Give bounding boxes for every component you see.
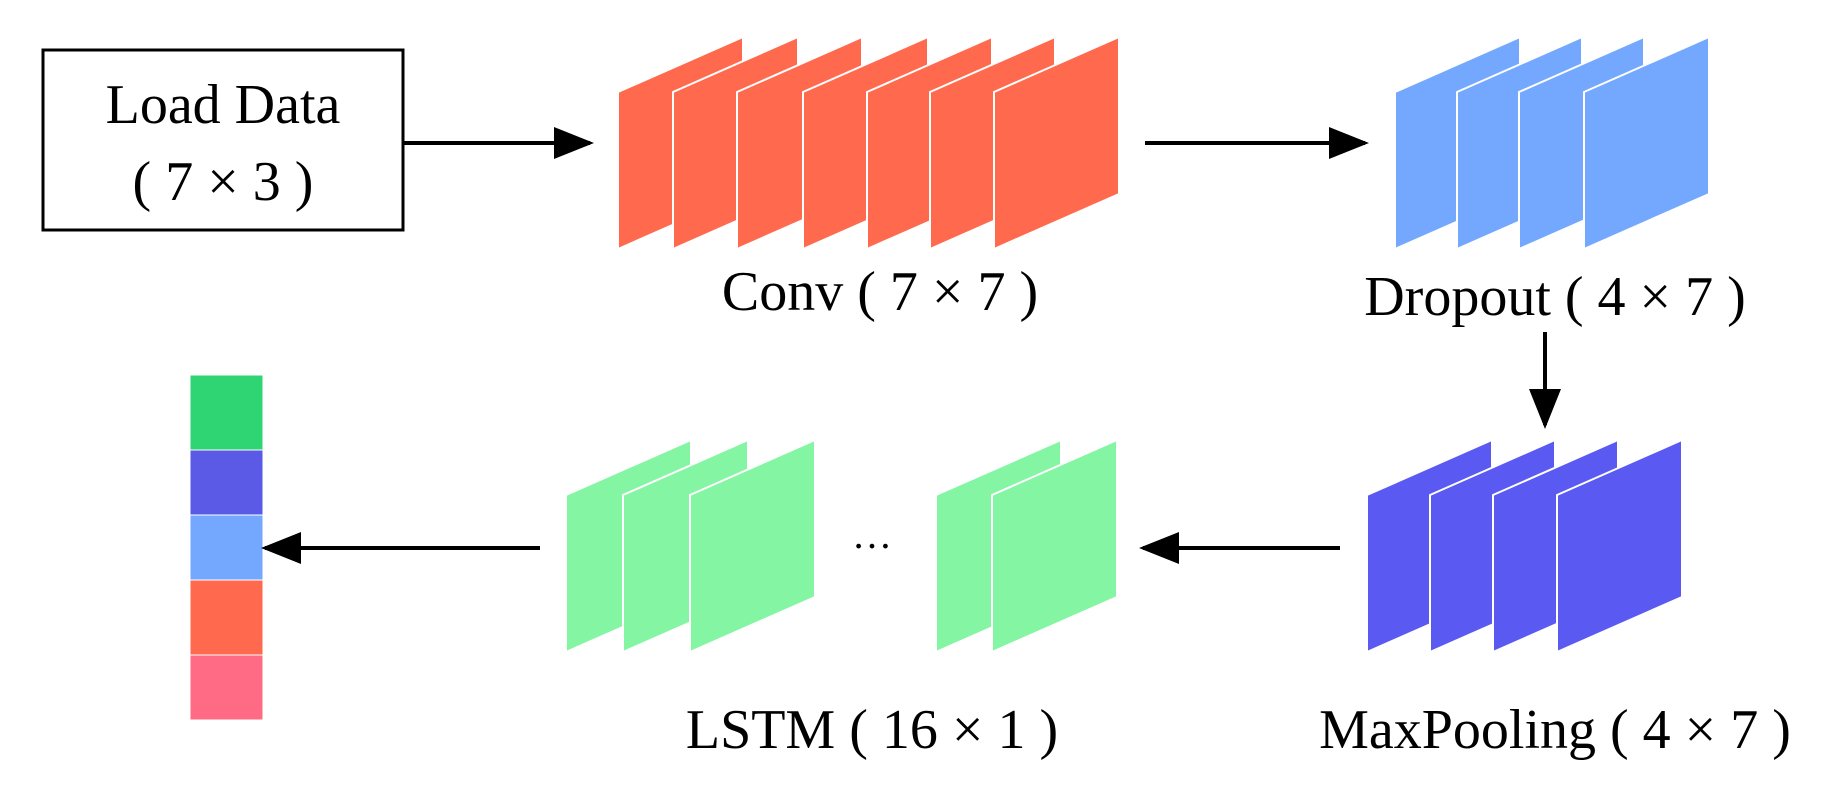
output-segment: [189, 449, 264, 516]
lstm-layer-stack-right: [935, 438, 1118, 654]
maxpooling-layer-stack: [1366, 438, 1683, 654]
lstm-layer-stack-left: [565, 438, 816, 654]
lstm-sheet: [689, 438, 816, 654]
lstm-ellipsis: …: [852, 512, 892, 557]
output-segment: [189, 654, 264, 721]
output-segment: [189, 374, 264, 451]
dropout-label: Dropout ( 4 × 7 ): [1364, 266, 1746, 328]
output-segment: [189, 579, 264, 656]
conv-layer-stack: [617, 35, 1120, 251]
dropout-sheet: [1583, 35, 1710, 251]
output-vector: [189, 374, 264, 721]
load-data-border: [41, 48, 405, 232]
maxpooling-label: MaxPooling ( 4 × 7 ): [1319, 699, 1791, 761]
output-segment: [189, 514, 264, 581]
conv-sheet: [993, 35, 1120, 251]
conv-label: Conv ( 7 × 7 ): [722, 261, 1038, 323]
maxpooling-sheet: [1556, 438, 1683, 654]
load-data-box: Load Data ( 7 × 3 ): [41, 48, 405, 232]
load-data-shape: ( 7 × 3 ): [133, 151, 314, 213]
load-data-title: Load Data: [106, 74, 341, 136]
lstm-label: LSTM ( 16 × 1 ): [686, 699, 1058, 761]
dropout-layer-stack: [1394, 35, 1710, 251]
lstm-sheet: [991, 438, 1118, 654]
